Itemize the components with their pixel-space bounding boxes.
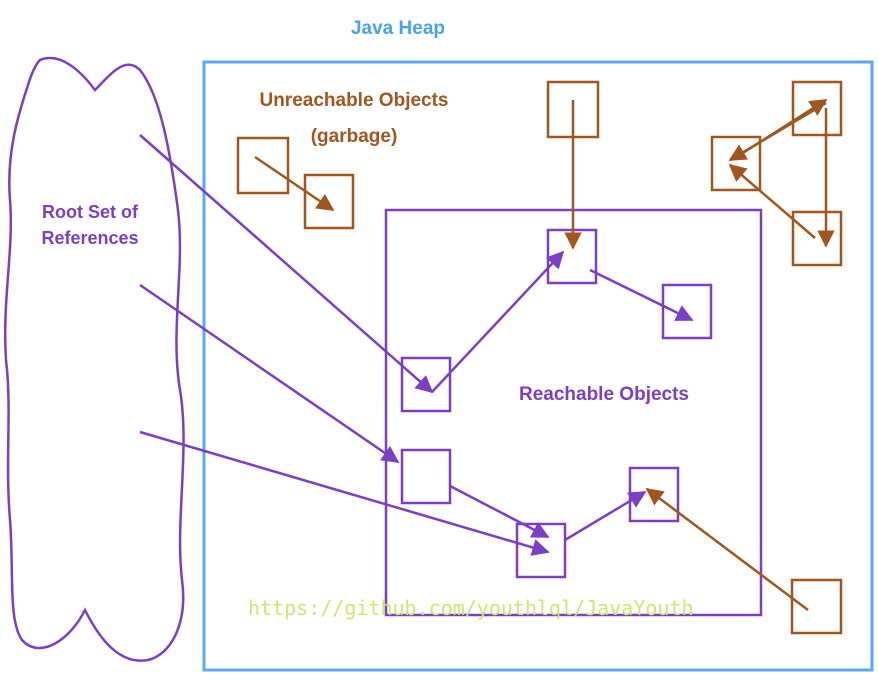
unreachable-label-line2: (garbage) [311, 126, 398, 147]
root-set-label-line2: References [41, 228, 138, 248]
garbage-ref-1-2 [254, 155, 335, 212]
reachable-region [384, 208, 763, 617]
reachable-objects-label: Reachable Objects [519, 384, 689, 405]
reachable-ref-3-1 [431, 250, 565, 393]
reachable-ref-1-2 [589, 268, 694, 322]
reachable-object-4 [400, 448, 452, 505]
garbage-object-1 [236, 136, 290, 195]
unreachable-label-line1: Unreachable Objects [259, 90, 448, 111]
garbage-object-2 [303, 173, 355, 230]
reachable-object-3 [400, 356, 452, 413]
java-heap-title: Java Heap [351, 18, 445, 39]
garbage-ref-bottom-to-reachable [645, 487, 809, 611]
garbage-object-cycle-a [791, 80, 843, 137]
garbage-object-bottom [790, 578, 843, 635]
garbage-cycle-c-b [728, 163, 816, 239]
watermark-url: https://github.com/youthlql/JavaYouth [248, 596, 694, 620]
reachable-object-2 [661, 283, 713, 340]
garbage-cycle-b-a [734, 98, 828, 160]
java-heap-border [202, 60, 874, 672]
garbage-object-cycle-b [710, 135, 762, 192]
root-ref-1 [139, 134, 434, 394]
root-set-blob [3, 57, 185, 662]
root-set-label-line1: Root Set of [42, 202, 139, 222]
garbage-object-cycle-c [791, 210, 843, 267]
reachable-ref-4-6 [449, 484, 550, 539]
root-ref-2 [139, 283, 400, 464]
root-ref-3 [139, 430, 550, 556]
reachable-ref-6-5 [564, 490, 647, 542]
